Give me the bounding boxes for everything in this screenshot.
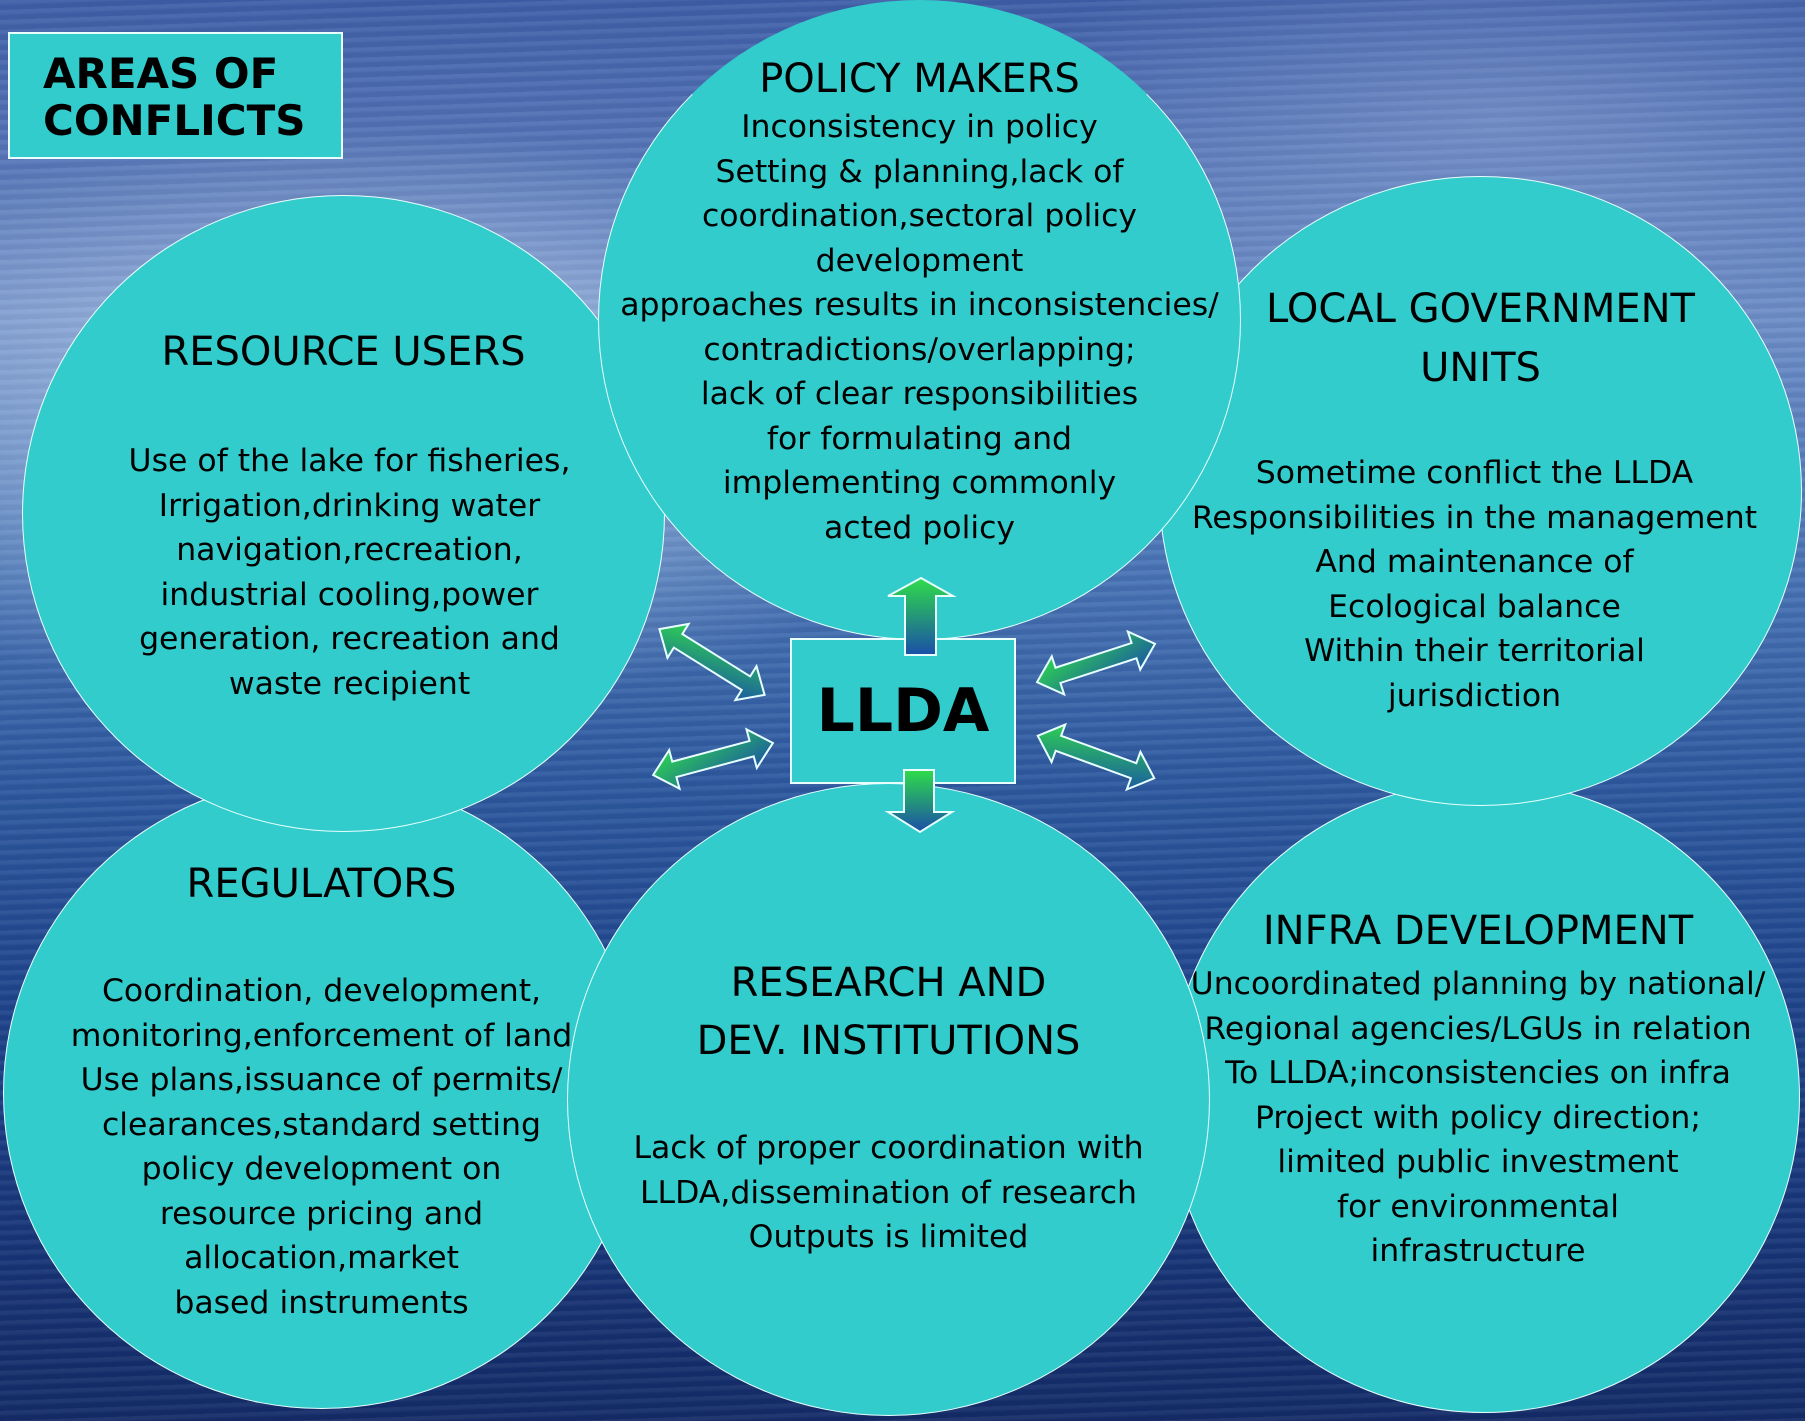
areas-of-conflicts-title: AREAS OF CONFLICTS xyxy=(8,32,343,159)
research-institutions-description: Lack of proper coordination with LLDA,di… xyxy=(633,1130,1144,1255)
research-institutions-node: RESEARCH AND DEV. INSTITUTIONS Lack of p… xyxy=(567,783,1210,1416)
local-government-description: Sometime conflict the LLDA Responsibilit… xyxy=(1191,455,1758,714)
infra-development-node: INFRA DEVELOPMENT Uncoordinated planning… xyxy=(1168,781,1800,1413)
local-government-node: LOCAL GOVERNMENT UNITS Sometime conflict… xyxy=(1159,176,1802,806)
policy-makers-description: Inconsistency in policy Setting & planni… xyxy=(620,109,1219,546)
llda-center-node: LLDA xyxy=(790,638,1016,784)
regulators-description: Coordination, development, monitoring,en… xyxy=(70,973,573,1321)
resource-users-node: RESOURCE USERS Use of the lake for fishe… xyxy=(22,195,665,832)
resource-users-description: Use of the lake for fisheries, Irrigatio… xyxy=(128,443,571,702)
regulators-title: REGULATORS xyxy=(186,861,457,907)
resource-users-title: RESOURCE USERS xyxy=(161,329,526,375)
local-government-title: LOCAL GOVERNMENT UNITS xyxy=(1266,286,1695,391)
regulators-node: REGULATORS Coordination, development, mo… xyxy=(3,777,640,1409)
llda-label: LLDA xyxy=(816,676,990,746)
infra-development-description: Uncoordinated planning by national/ Regi… xyxy=(1190,966,1766,1269)
research-institutions-title: RESEARCH AND DEV. INSTITUTIONS xyxy=(696,960,1081,1064)
policy-makers-title: POLICY MAKERS xyxy=(759,56,1080,102)
policy-makers-node: POLICY MAKERS Inconsistency in policy Se… xyxy=(598,0,1241,640)
areas-of-conflicts-text: AREAS OF CONFLICTS xyxy=(43,49,306,145)
infra-development-title: INFRA DEVELOPMENT xyxy=(1262,908,1694,954)
